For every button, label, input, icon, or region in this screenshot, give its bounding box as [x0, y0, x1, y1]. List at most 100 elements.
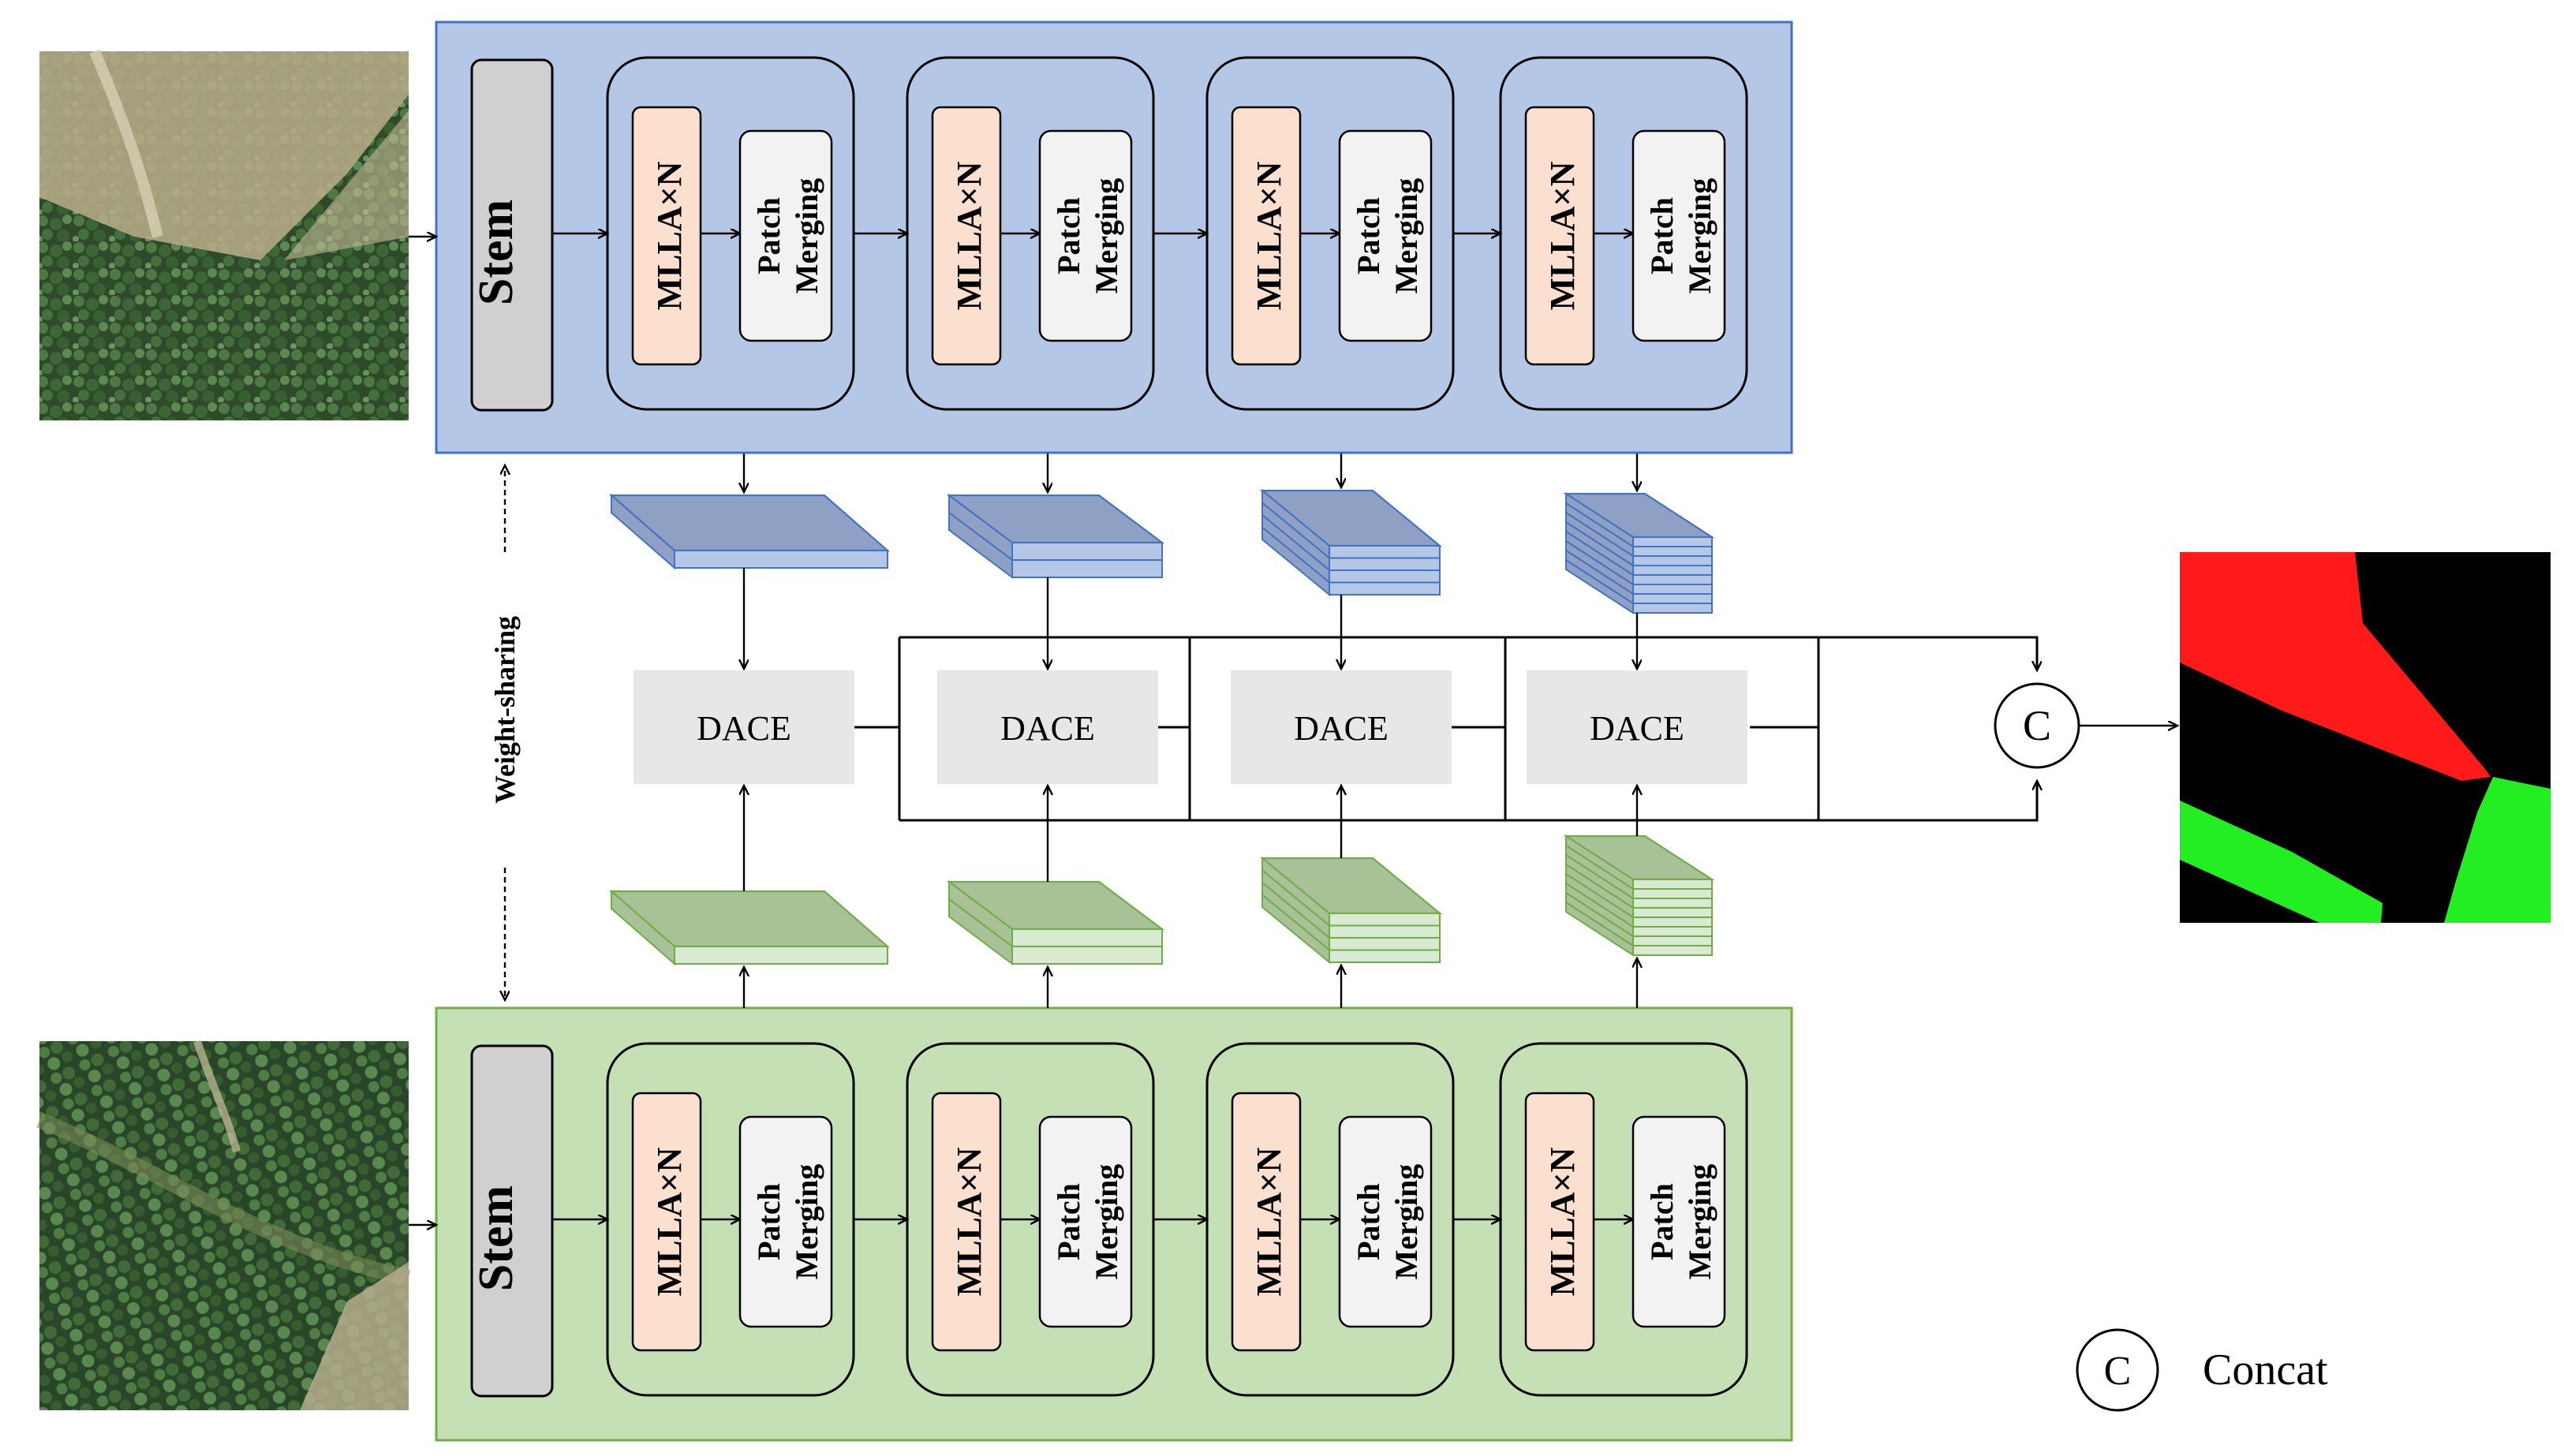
- feature-map-layer: [1011, 946, 1163, 965]
- patch-merging-label-line1: Patch: [751, 1183, 787, 1260]
- output-segmentation-map: [2180, 552, 2551, 923]
- feature-map-layer: [1632, 907, 1713, 918]
- dace-block: [634, 670, 854, 784]
- feature-map-layer-side: [1565, 558, 1634, 614]
- concat-node: C: [1994, 682, 2080, 769]
- weight-sharing-label: Weight-sharing: [489, 616, 521, 804]
- dace-block: [1231, 670, 1452, 784]
- feature-map-stack: [609, 493, 890, 570]
- patch-merging-block: [738, 1115, 833, 1328]
- patch-merging-block: [1338, 1115, 1433, 1328]
- patch-merging-block: [1038, 129, 1133, 342]
- mlla-label: MLLA×N: [950, 161, 989, 310]
- mlla-label: MLLA×N: [1250, 1147, 1288, 1296]
- patch-merging-block: [1038, 1115, 1133, 1328]
- patch-merging-block: [1338, 129, 1433, 342]
- bottom-feature-maps: [609, 786, 1715, 1008]
- input-image-top: [39, 49, 409, 420]
- feature-map-layer-side: [948, 898, 1013, 965]
- feature-map-layer: [1632, 593, 1713, 604]
- patch-merging-label-line2: Merging: [1089, 1164, 1124, 1280]
- mlla-label: MLLA×N: [950, 1147, 989, 1296]
- feature-map-layer: [1329, 545, 1441, 559]
- feature-map-layer-side: [948, 511, 1013, 579]
- mlla-label: MLLA×N: [650, 161, 689, 310]
- mlla-block: [1231, 1092, 1302, 1352]
- patch-merging-label-line1: Patch: [1351, 197, 1386, 274]
- mlla-block: [1524, 1092, 1595, 1352]
- feature-map-stack: [946, 880, 1165, 965]
- feature-map-layer-side: [1565, 901, 1634, 957]
- legend-concat-symbol-circle: [2076, 1328, 2159, 1412]
- feature-map-layer: [1632, 879, 1713, 890]
- dace-block: [937, 670, 1158, 784]
- feature-map-layer: [1632, 536, 1713, 547]
- mlla-block: [631, 1092, 702, 1352]
- mlla-label: MLLA×N: [1250, 161, 1288, 310]
- legend-concat-symbol: C: [2104, 1349, 2132, 1394]
- patch-merging-label-line1: Patch: [1644, 197, 1680, 274]
- mlla-block: [1524, 106, 1595, 366]
- patch-merging-label-line2: Merging: [1089, 178, 1124, 294]
- patch-merging-label-line1: Patch: [1051, 1183, 1086, 1260]
- mlla-block: [931, 1092, 1002, 1352]
- mlla-label: MLLA×N: [650, 1147, 689, 1296]
- feature-map-stack: [1563, 834, 1715, 957]
- dace-label: DACE: [697, 709, 791, 748]
- patch-merging-block: [1631, 129, 1726, 342]
- dace-label: DACE: [1590, 709, 1684, 748]
- patch-merging-label-line2: Merging: [1389, 178, 1424, 294]
- feature-map-layer: [1632, 945, 1713, 956]
- feature-map-layer-side: [1261, 893, 1330, 965]
- legend: C Concat: [2076, 1328, 2328, 1412]
- concat-symbol: C: [2023, 702, 2051, 749]
- mlla-block: [631, 106, 702, 366]
- input-image-bottom: [36, 1040, 411, 1410]
- feature-map-stack: [1563, 492, 1715, 614]
- feature-map-stack: [1259, 856, 1443, 965]
- top-feature-maps: [609, 454, 1715, 669]
- feature-map-layer: [1011, 542, 1163, 561]
- feature-map-stack: [1259, 488, 1443, 597]
- stem-block: [470, 58, 554, 412]
- feature-map-layer: [1632, 926, 1713, 937]
- feature-map-layer: [1632, 574, 1713, 585]
- feature-map-layer: [674, 946, 888, 965]
- feature-map-layer: [1632, 546, 1713, 557]
- feature-map-layer: [1329, 924, 1441, 939]
- feature-map-stack: [609, 889, 890, 966]
- feature-map-stack: [946, 494, 1165, 579]
- patch-merging-label-line1: Patch: [1644, 1183, 1680, 1260]
- patch-merging-label-line1: Patch: [1351, 1183, 1386, 1260]
- mlla-block: [1231, 106, 1302, 366]
- dace-label: DACE: [1000, 709, 1095, 748]
- feature-map-layer: [1632, 888, 1713, 899]
- feature-map-layer: [1329, 569, 1441, 584]
- dace-block: [1527, 670, 1747, 784]
- patch-merging-label-line2: Merging: [1682, 1164, 1717, 1280]
- feature-map-layer: [1632, 917, 1713, 928]
- feature-map-layer: [1329, 937, 1441, 951]
- feature-map-layer: [1632, 555, 1713, 566]
- feature-map-layer: [1632, 584, 1713, 595]
- dace-modules: DACE DACE DACE DACE: [634, 670, 1747, 784]
- feature-map-layer: [1011, 559, 1163, 578]
- encoder-stage: [1499, 1042, 1748, 1397]
- stem-label: Stem: [469, 1185, 523, 1291]
- legend-concat-label: Concat: [2203, 1346, 2328, 1394]
- fusion-connections: [854, 636, 2037, 822]
- feature-map-layer: [1632, 603, 1713, 614]
- feature-map-layer-side: [611, 493, 675, 570]
- feature-map-layer: [1632, 565, 1713, 576]
- feature-map-layer-side: [611, 889, 675, 966]
- feature-map-layer: [1632, 935, 1713, 946]
- dace-label: DACE: [1294, 709, 1389, 748]
- patch-merging-label-line2: Merging: [1682, 178, 1717, 294]
- stem-label: Stem: [469, 200, 523, 305]
- patch-merging-label-line1: Patch: [751, 197, 787, 274]
- patch-merging-label-line2: Merging: [789, 1164, 824, 1280]
- patch-merging-label-line2: Merging: [789, 178, 824, 294]
